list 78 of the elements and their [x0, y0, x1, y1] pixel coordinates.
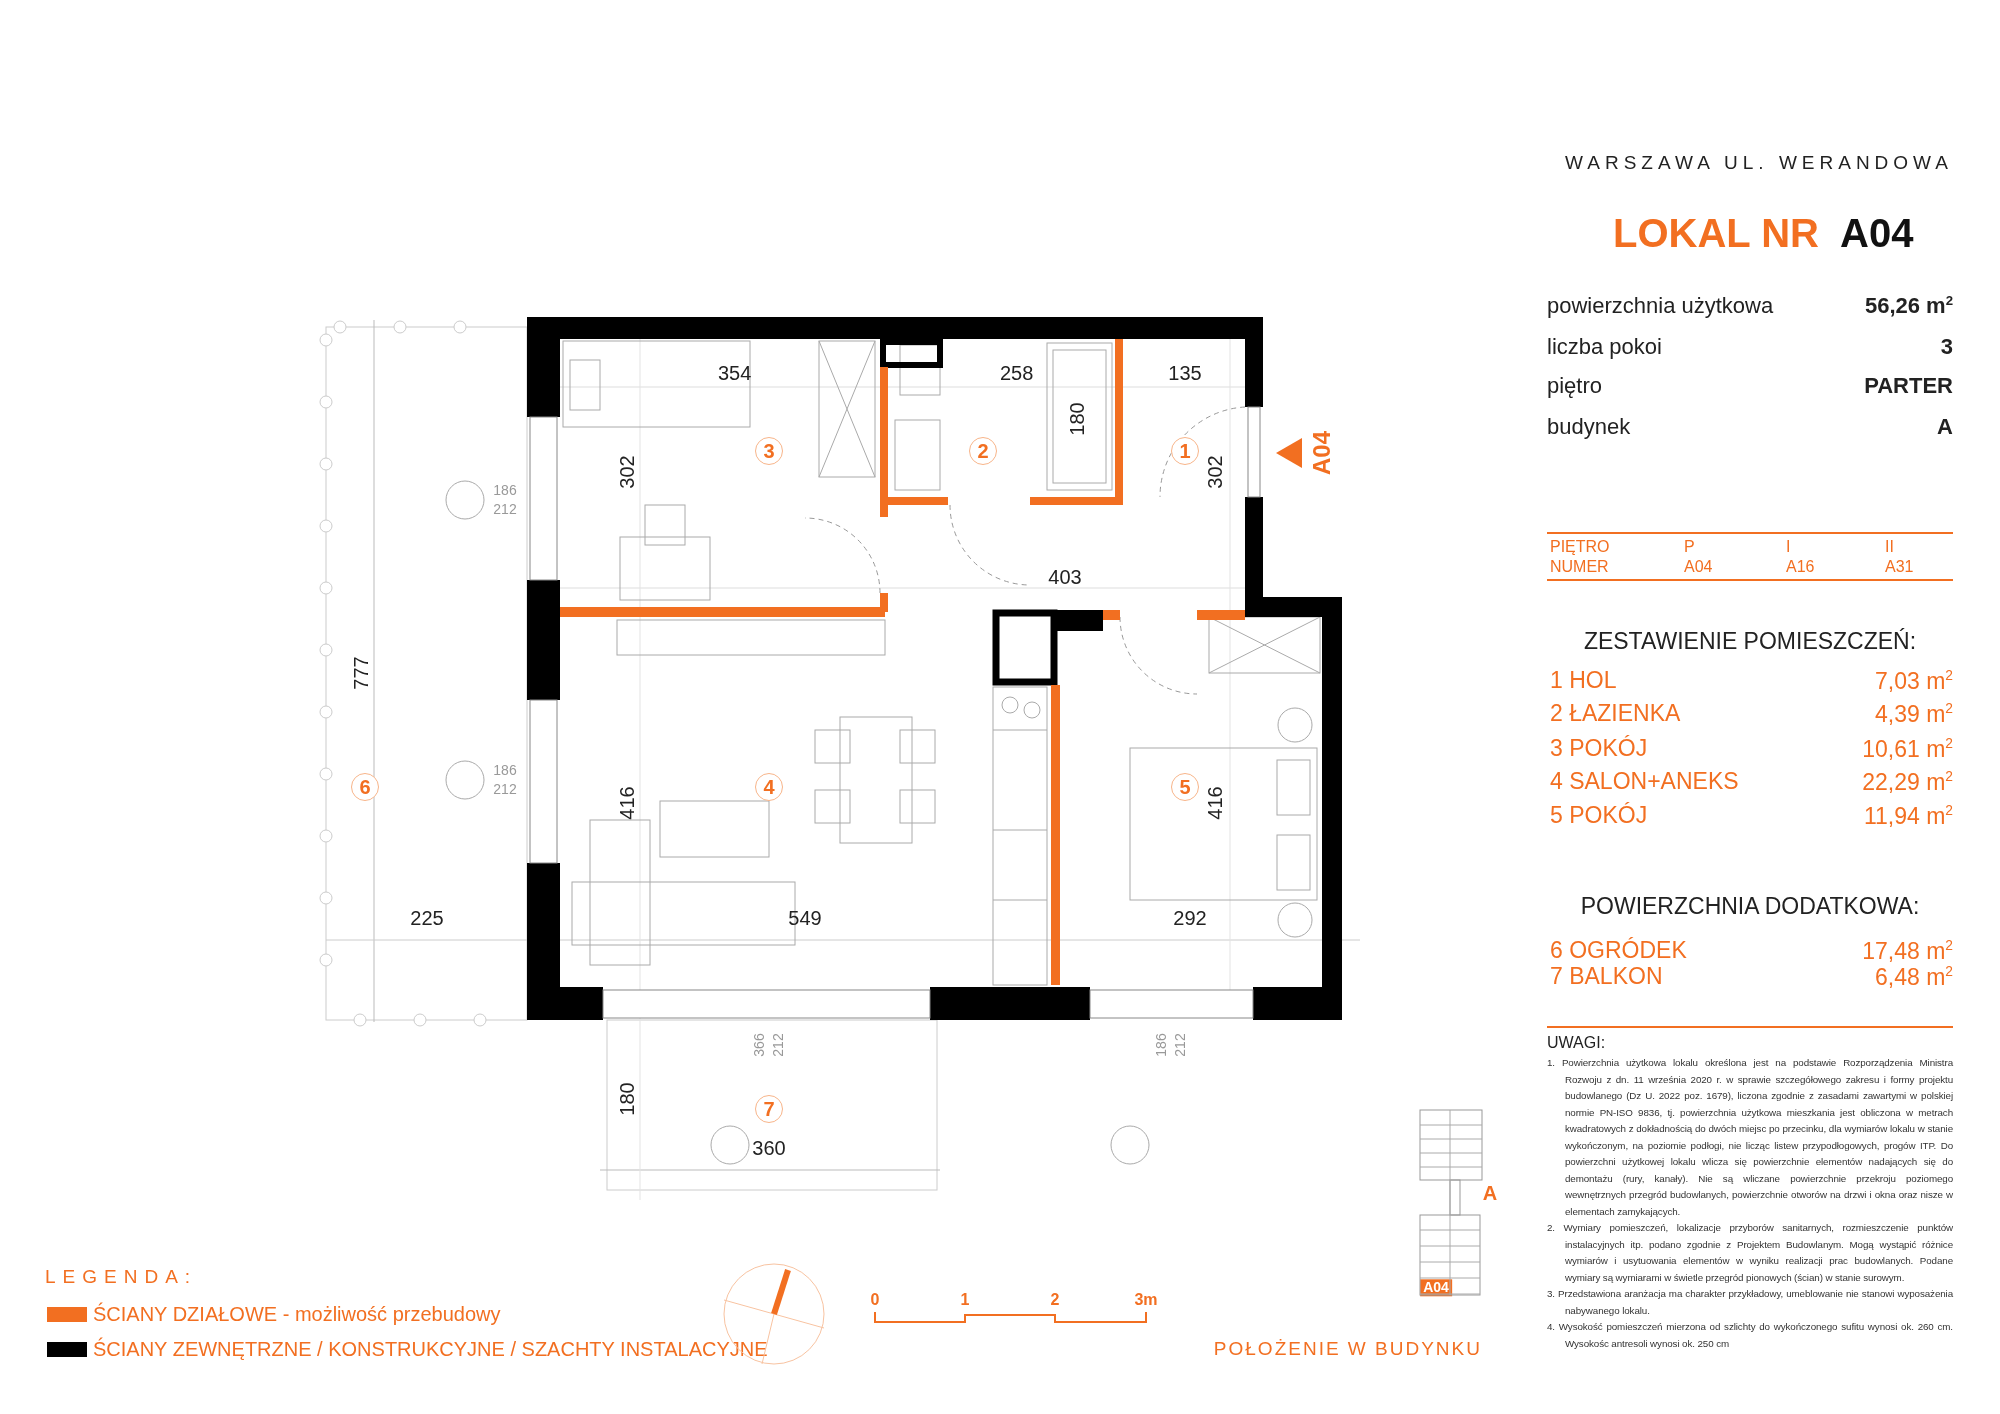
dimension-label: 416 — [616, 786, 638, 820]
caption-text: POŁOŻENIE W BUDYNKU — [1213, 1338, 1482, 1360]
note-paragraph: 1. Powierzchnia użytkowa lokalu określona jest na podstawie Rozporządzenia Ministra Rozwoju z dn. 11 września 2020 r. w sprawie szczegółowego zakresu i formy projektu budowlanego (Dz U. 2022 poz. 1679), liczona zgodnie z zasadami zawartymi w polskiej normie PN-ISO 9836, tj. powierzchnia użytkowa mieszkania jest obliczona w metrach kwadratowych z dokładnością do dwóch miejsc po przecinku, dla wymiarów lokalu w stanie wykończonym, na poziomie podłogi, nie licząc listew przypodłogowych, progów ITP. Do powierzchni użytkowej lokalu wlicza się powierzchnie elementów nadających się do demontażu (rury, kanały). Nie są wliczane powierzchnie przekroju poziomego wewnętrznych przegród budowlanych, powierzchnie otworów na drzwi i okna oraz nisze w elementach zamykających. — [1547, 1056, 1953, 1219]
legend-text: ŚCIANY DZIAŁOWE - możliwość przebudowy — [93, 1303, 501, 1325]
label-text: 6,48 m$^{2}$ — [1875, 964, 1953, 990]
dimension-label: 549 — [788, 907, 822, 929]
scale-label: 1 — [960, 1291, 970, 1309]
dimension-label: 180 — [616, 1082, 638, 1116]
window-size-label: 186 — [493, 763, 517, 779]
window-size-label: 212 — [493, 502, 517, 518]
label-text: 22,29 m$^{2}$ — [1862, 769, 1953, 795]
building-label: A — [1482, 1182, 1498, 1204]
label-text: P — [1684, 538, 1695, 556]
window-size-label: 366 — [752, 1033, 768, 1057]
room-number-marker: 2 — [969, 437, 997, 465]
dimension-label: 354 — [718, 362, 752, 384]
dimension-label: 416 — [1204, 786, 1226, 820]
label-text: 17,48 m$^{2}$ — [1862, 938, 1953, 964]
label-text: A — [1937, 414, 1953, 440]
legend-heading: LEGENDA: — [45, 1266, 198, 1288]
note-paragraph: 4. Wysokość pomieszczeń mierzona od szlichty do wykończonego sufitu wynosi ok. 260 cm. Wysokośc antresoli wynosi ok. 250 cm — [1547, 1320, 1953, 1351]
label-text: A04 — [1684, 558, 1713, 576]
label-text: 56,26 m$^{2}$ — [1864, 293, 1953, 319]
label-text: 6 OGRÓDEK — [1550, 938, 1687, 964]
scale-label: 3m — [1134, 1291, 1158, 1309]
dimension-label: 360 — [752, 1137, 786, 1159]
dimension-label: 292 — [1173, 907, 1207, 929]
room-number-marker: 7 — [755, 1095, 783, 1123]
label-text: 11,94 m$^{2}$ — [1863, 803, 1953, 829]
label-text: powierzchnia użytkowa — [1547, 293, 1774, 319]
label-text: 7,03 m$^{2}$ — [1875, 668, 1953, 694]
label-text: 1 HOL — [1550, 668, 1617, 694]
dimension-label: 225 — [410, 907, 444, 929]
section-heading: UWAGI: — [1547, 1034, 1606, 1052]
dimension-label: 302 — [616, 455, 638, 489]
label-text: PARTER — [1864, 373, 1953, 399]
window-size-label: 212 — [1173, 1033, 1189, 1057]
note-paragraph: 2. Wymiary pomieszczeń, lokalizacje przyborów sanitarnych, rozmieszczenie punktów instalacyjnych itp. podano zgodnie z Projektem Budowlanym. Mogą wystąpić różnice wymiarów i usytuowania elementów w wyniku realizacji prac budowlanych. Podane wymiary są wymiarami w świetle przegród pionowych (ścian) w stanie surowym. — [1547, 1221, 1953, 1285]
label-text: budynek — [1547, 414, 1631, 440]
label-text: 7 BALKON — [1550, 964, 1663, 990]
window-size-label: 186 — [1154, 1033, 1170, 1057]
unit-title: LOKAL NR A04 — [1613, 211, 1914, 255]
window-size-label: 212 — [771, 1033, 787, 1057]
scale-label: 2 — [1050, 1291, 1060, 1309]
room-number-marker: 5 — [1171, 773, 1199, 801]
label-text: 10,61 m$^{2}$ — [1862, 736, 1953, 762]
room-number-marker: 4 — [755, 773, 783, 801]
address-text: WARSZAWA UL. WERANDOWA — [1565, 152, 1953, 174]
room-number-marker: 3 — [755, 437, 783, 465]
label-text: II — [1885, 538, 1894, 556]
note-paragraph: 3. Przedstawiona aranżacja ma charakter przykładowy, umeblowanie nie stanowi wyposażenia nabywanego lokalu. — [1547, 1287, 1953, 1318]
dimension-label: 777 — [350, 656, 372, 690]
scale-label: 0 — [870, 1291, 880, 1309]
label-text: A31 — [1885, 558, 1914, 576]
label-text: 3 POKÓJ — [1550, 736, 1648, 762]
label-text: piętro — [1547, 373, 1603, 399]
label-text: 3 — [1940, 334, 1953, 360]
label-text: 4,39 m$^{2}$ — [1875, 701, 1953, 727]
dimension-label: 180 — [1066, 402, 1088, 436]
legend-text: ŚCIANY ZEWNĘTRZNE / KONSTRUKCYJNE / SZACHTY INSTALACYJNE — [93, 1338, 768, 1360]
room-number-marker: 1 — [1171, 437, 1199, 465]
section-heading: POWIERZCHNIA DODATKOWA: — [1580, 894, 1920, 920]
label-text: liczba pokoi — [1547, 334, 1662, 360]
label-text: 5 POKÓJ — [1550, 803, 1648, 829]
dimension-label: 403 — [1048, 566, 1082, 588]
label-text: PIĘTRO — [1550, 538, 1610, 556]
label-text: NUMER — [1550, 558, 1609, 576]
label-text: 2 ŁAZIENKA — [1550, 701, 1681, 727]
section-heading: ZESTAWIENIE POMIESZCZEŃ: — [1583, 629, 1917, 655]
label-text: A16 — [1786, 558, 1815, 576]
dimension-label: 258 — [1000, 362, 1034, 384]
room-number-marker: 6 — [351, 773, 379, 801]
label-text: I — [1786, 538, 1791, 556]
label-text: 4 SALON+ANEKS — [1550, 769, 1739, 795]
window-size-label: 212 — [493, 782, 517, 798]
window-size-label: 186 — [493, 483, 517, 499]
entrance-label: A04 — [1308, 431, 1336, 475]
dimension-label: 302 — [1204, 455, 1226, 489]
